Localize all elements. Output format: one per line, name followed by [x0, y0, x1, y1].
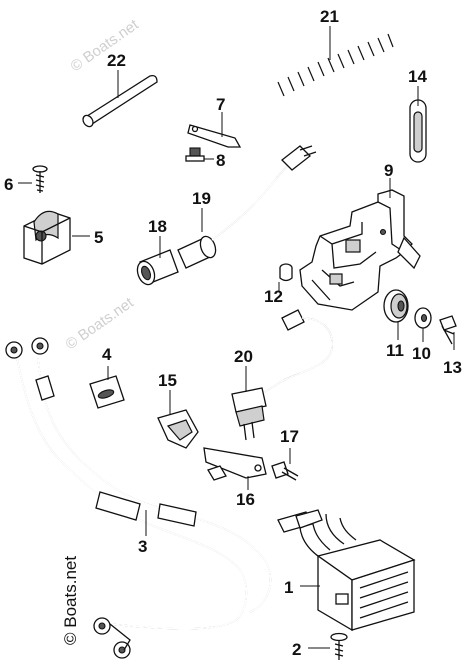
- part-5-clamp-drawing: [23, 210, 90, 265]
- part-15-holder-drawing: [157, 390, 199, 449]
- watermark-middle: © Boats.net: [63, 294, 138, 353]
- part-13-bolt-drawing: [439, 315, 457, 350]
- callout-4: 4: [102, 345, 112, 364]
- part-17-bolt-drawing: [271, 448, 299, 481]
- part-9-bracket-drawing: [299, 178, 421, 311]
- part-21-spiral-tube-drawing: [266, 26, 401, 98]
- part-7-clamp-drawing: [187, 112, 242, 148]
- part-22-tube-drawing: [82, 70, 158, 128]
- watermark-top: © Boats.net: [68, 16, 143, 75]
- callout-9: 9: [384, 161, 393, 180]
- callout-14: 14: [408, 67, 427, 86]
- callout-16: 16: [236, 490, 255, 509]
- callout-11: 11: [386, 341, 404, 360]
- callout-1: 1: [284, 578, 293, 597]
- callout-5: 5: [94, 228, 103, 247]
- callout-8: 8: [216, 151, 225, 170]
- copyright-mark: © Boats.net: [61, 556, 80, 645]
- part-6-screw-drawing: [18, 165, 48, 193]
- callout-13: 13: [443, 358, 462, 377]
- callout-21: 21: [320, 7, 339, 26]
- part-1-rectifier-regulator-drawing: [277, 509, 416, 632]
- part-8-bolt-drawing: [185, 147, 214, 162]
- callout-20: 20: [234, 347, 253, 366]
- part-4-grommet-drawing: [89, 366, 125, 409]
- part-11-grommet-drawing: [383, 289, 409, 340]
- callout-2: 2: [292, 640, 301, 659]
- part-10-washer-drawing: [414, 307, 432, 342]
- part-12-collar-drawing: [278, 263, 293, 292]
- part-16-clamp-drawing: [203, 447, 267, 490]
- part-18-lamp-drawing: [136, 236, 179, 286]
- callout-19: 19: [192, 189, 211, 208]
- callout-12: 12: [264, 287, 283, 306]
- callout-3: 3: [138, 537, 147, 556]
- callout-7: 7: [216, 95, 225, 114]
- callout-18: 18: [148, 217, 167, 236]
- callout-6: 6: [4, 175, 13, 194]
- part-19-lamp-cord-drawing: [177, 145, 317, 269]
- part-20-switch-drawing: [231, 309, 333, 441]
- part-2-bolt-drawing: [308, 632, 348, 660]
- callout-17: 17: [280, 427, 299, 446]
- callout-10: 10: [412, 344, 431, 363]
- part-3-wiring-harness-drawing: [5, 337, 272, 659]
- part-14-band-drawing: [409, 86, 427, 163]
- callout-22: 22: [107, 51, 126, 70]
- callout-15: 15: [158, 371, 177, 390]
